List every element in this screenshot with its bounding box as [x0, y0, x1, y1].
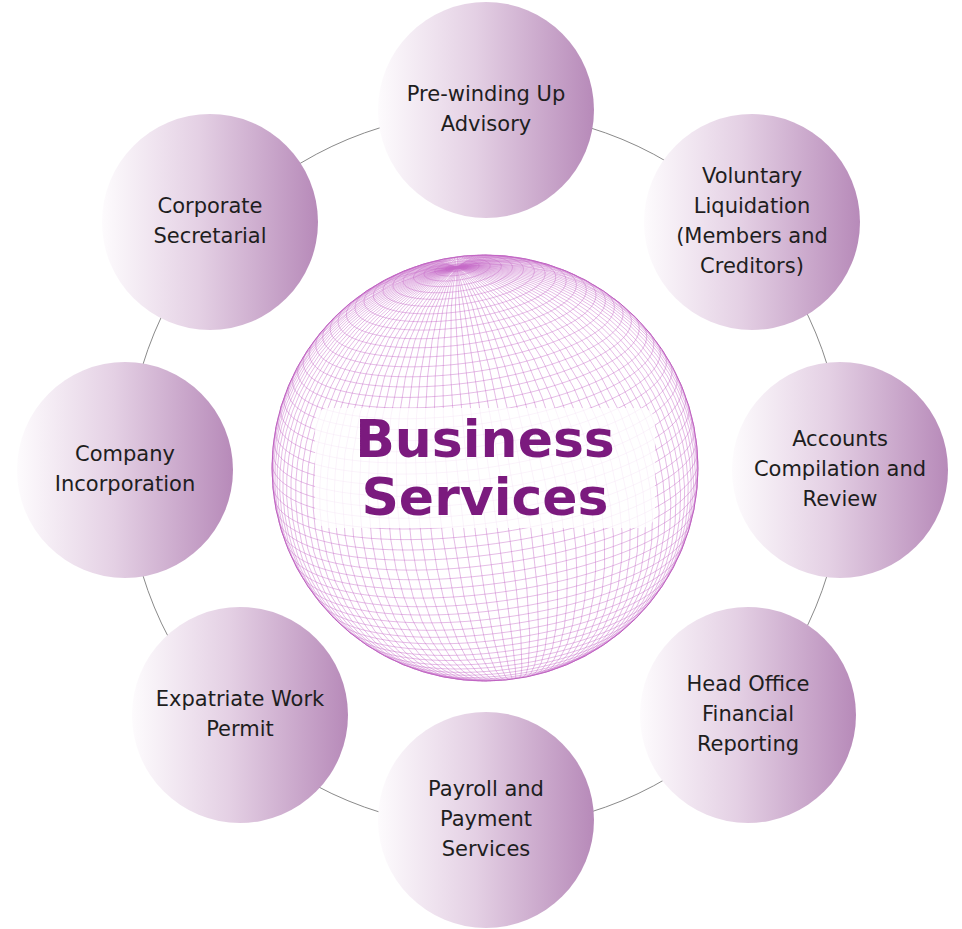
circle-fill	[640, 607, 856, 823]
text-holder: Company Incorporation	[33, 440, 217, 500]
globe-outline	[272, 255, 698, 681]
circle-fill	[378, 2, 594, 218]
service-circle: Payroll and Payment Services	[378, 712, 594, 928]
service-label: Corporate Secretarial	[118, 192, 302, 252]
circle-fill	[132, 607, 348, 823]
circle-shape	[102, 114, 318, 330]
text-holder: Pre-winding Up Advisory	[394, 80, 578, 140]
text-holder: Accounts Compilation and Review	[748, 425, 932, 514]
text-holder: Corporate Secretarial	[118, 192, 302, 252]
service-label: Pre-winding Up Advisory	[394, 80, 578, 140]
globe-grid	[272, 255, 698, 681]
circle-shape	[17, 362, 233, 578]
service-label: Head Office Financial Reporting	[656, 670, 840, 759]
circle-fill	[644, 114, 860, 330]
service-circle: Expatriate Work Permit	[132, 607, 348, 823]
service-label: Accounts Compilation and Review	[748, 425, 932, 514]
service-label: Voluntary Liquidation (Members and Credi…	[660, 162, 844, 281]
hub-title: Business Services	[315, 408, 655, 528]
service-label: Expatriate Work Permit	[148, 685, 332, 745]
circle-shape	[132, 607, 348, 823]
hub-sphere: Business Services	[270, 253, 700, 683]
circle-shape	[644, 114, 860, 330]
circle-shape	[378, 2, 594, 218]
circle-fill	[102, 114, 318, 330]
circle-fill	[378, 712, 594, 928]
text-holder: Business Services	[315, 408, 655, 528]
service-circle: Pre-winding Up Advisory	[378, 2, 594, 218]
service-label: Company Incorporation	[33, 440, 217, 500]
circle-fill	[17, 362, 233, 578]
text-holder: Expatriate Work Permit	[148, 685, 332, 745]
service-circle: Voluntary Liquidation (Members and Credi…	[644, 114, 860, 330]
text-holder: Head Office Financial Reporting	[656, 670, 840, 759]
text-holder: Voluntary Liquidation (Members and Credi…	[660, 162, 844, 281]
service-circle: Accounts Compilation and Review	[732, 362, 948, 578]
service-circle: Company Incorporation	[17, 362, 233, 578]
text-holder: Payroll and Payment Services	[394, 775, 578, 864]
service-circle: Head Office Financial Reporting	[640, 607, 856, 823]
service-circle: Corporate Secretarial	[102, 114, 318, 330]
circle-fill	[732, 362, 948, 578]
service-label: Payroll and Payment Services	[394, 775, 578, 864]
